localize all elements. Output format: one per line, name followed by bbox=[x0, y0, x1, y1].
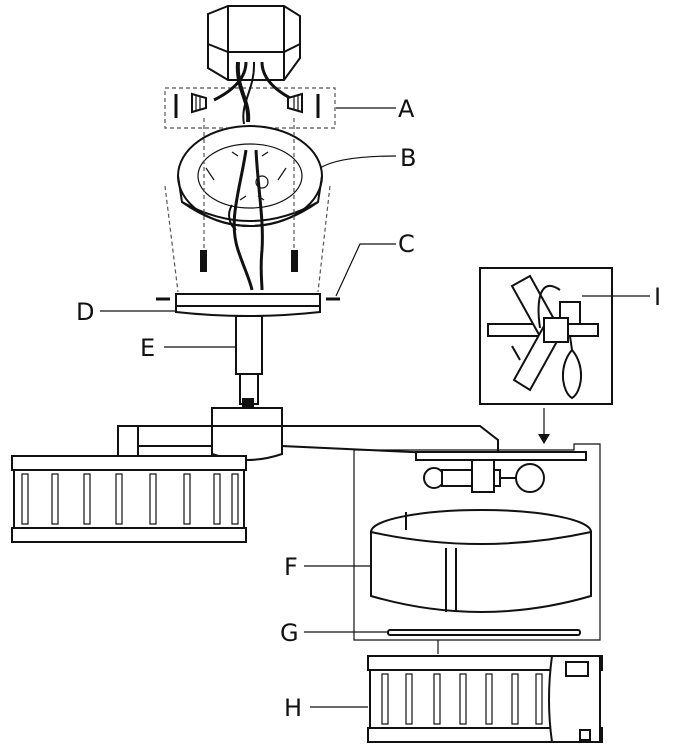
label-c: C bbox=[398, 230, 415, 258]
label-h: H bbox=[284, 694, 302, 722]
label-b: B bbox=[400, 144, 416, 172]
label-f: F bbox=[284, 553, 298, 581]
canopy bbox=[156, 293, 340, 317]
socket-detail-inset bbox=[479, 267, 613, 444]
label-e: E bbox=[140, 334, 155, 362]
bottom-shade bbox=[367, 640, 603, 743]
mounting-screws bbox=[164, 118, 331, 293]
down-rod bbox=[235, 315, 263, 408]
label-d: D bbox=[76, 298, 94, 326]
junction-box bbox=[207, 5, 301, 81]
mounting-plate bbox=[177, 125, 323, 291]
leader-lines bbox=[100, 107, 650, 708]
wire-connectors bbox=[164, 61, 336, 129]
label-a: A bbox=[398, 95, 415, 123]
label-i: I bbox=[654, 283, 661, 311]
left-shade bbox=[11, 455, 247, 543]
exploded-shade-view bbox=[353, 443, 601, 641]
label-g: G bbox=[280, 619, 299, 647]
